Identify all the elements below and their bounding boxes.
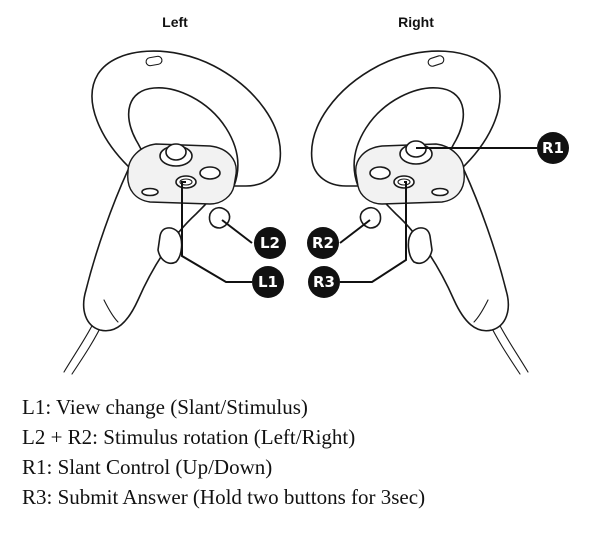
- badge-r3-text: R3: [313, 273, 335, 291]
- left-thumbstick[interactable]: [165, 143, 187, 161]
- controller-diagram: Left Right: [63, 14, 569, 375]
- badge-r1: R1: [537, 132, 569, 164]
- badge-r2-circle: [307, 227, 339, 259]
- left-grip: [82, 169, 219, 332]
- badge-l1-circle: [252, 266, 284, 298]
- left-hand-label: Left: [162, 14, 188, 30]
- left-menu-button[interactable]: [141, 187, 159, 197]
- badge-l2: L2: [254, 227, 286, 259]
- badge-r2-text: R2: [312, 234, 334, 252]
- left-button-y[interactable]: [199, 166, 221, 180]
- badge-r2: R2: [307, 227, 339, 259]
- badge-r3: R3: [308, 266, 340, 298]
- right-oculus-button[interactable]: [431, 187, 449, 197]
- badge-r1-circle: [537, 132, 569, 164]
- badge-l2-circle: [254, 227, 286, 259]
- left-controller: [63, 50, 282, 375]
- right-controller: [310, 50, 529, 375]
- control-legend: L1: View change (Slant/Stimulus) L2 + R2…: [22, 392, 592, 512]
- right-hand-label: Right: [398, 14, 434, 30]
- leader-r2: [339, 219, 371, 244]
- legend-line-r3: R3: Submit Answer (Hold two buttons for …: [22, 485, 426, 509]
- badge-l2-text: L2: [260, 234, 280, 252]
- legend-line-l2-r2: L2 + R2: Stimulus rotation (Left/Right): [22, 425, 356, 449]
- right-button-b[interactable]: [369, 166, 391, 180]
- legend-line-r1: R1: Slant Control (Up/Down): [22, 455, 273, 479]
- badge-l1: L1: [252, 266, 284, 298]
- leader-l1: [181, 181, 252, 283]
- leader-l2: [221, 219, 253, 244]
- leader-lines: [181, 147, 537, 283]
- left-index-trigger[interactable]: [208, 206, 231, 229]
- right-grip-button[interactable]: [407, 227, 433, 265]
- badge-l1-text: L1: [258, 273, 278, 291]
- leader-r3: [340, 181, 407, 283]
- left-grip-button[interactable]: [157, 227, 183, 265]
- badge-r1-text: R1: [542, 139, 564, 157]
- badge-r3-circle: [308, 266, 340, 298]
- right-grip: [373, 169, 510, 332]
- legend-line-l1: L1: View change (Slant/Stimulus): [22, 395, 308, 419]
